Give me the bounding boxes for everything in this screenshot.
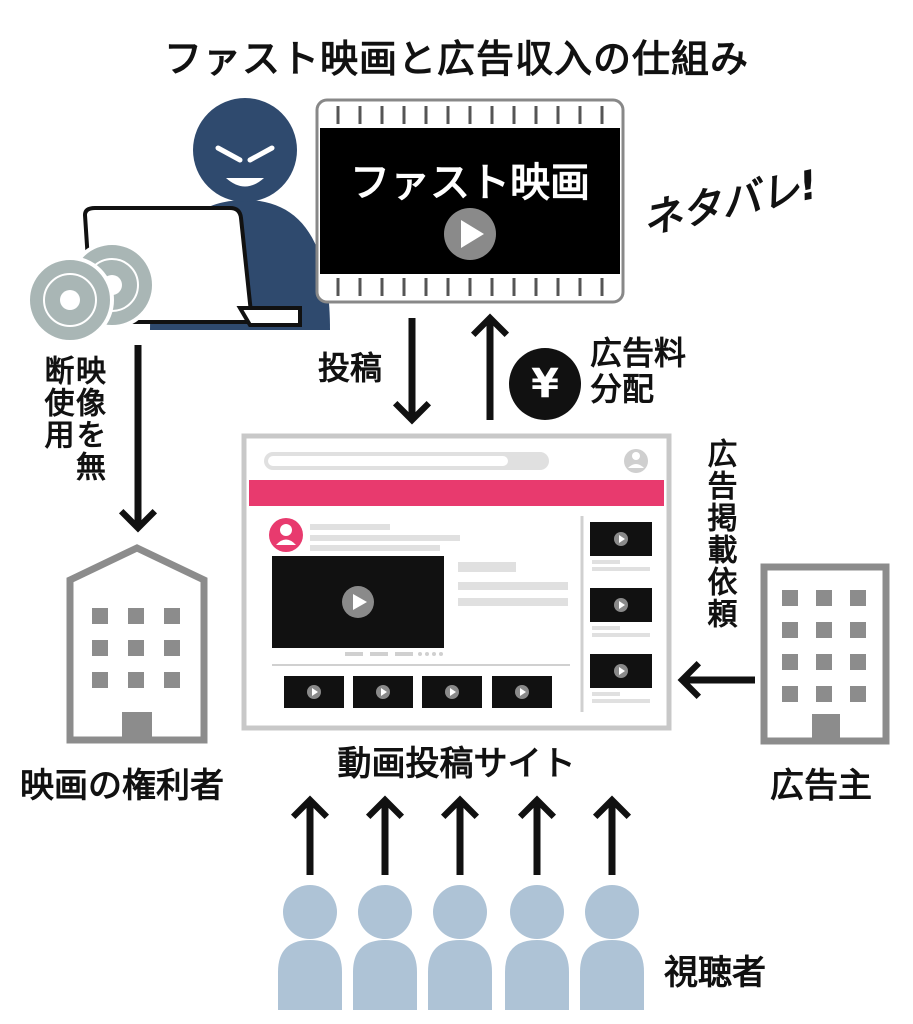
play-icon: [444, 208, 496, 260]
advertiser-building-icon: [760, 563, 890, 745]
viewer-person-icon: [278, 885, 644, 1010]
label-ad-fee: 広告料分配: [590, 334, 687, 408]
label-unauthorized-use: 映像を無断使用: [38, 355, 106, 483]
label-rights-holder: 映画の権利者: [20, 766, 224, 806]
building-icon: [66, 544, 208, 744]
disc-icon: [26, 241, 156, 344]
label-ad-request: 広告掲載依頼: [701, 438, 737, 630]
yen-coin-icon: [509, 348, 581, 420]
label-advertiser: 広告主: [770, 766, 872, 806]
label-post: 投稿: [318, 349, 383, 387]
label-viewers: 視聴者: [664, 953, 766, 993]
film-title: ファスト映画: [350, 160, 590, 206]
video-site-mock: [241, 433, 672, 731]
film-strip: [315, 98, 625, 304]
yen-symbol: ¥: [531, 361, 559, 407]
page-title: ファスト映画と広告収入の仕組み: [163, 37, 749, 81]
label-video-site: 動画投稿サイト: [337, 744, 576, 784]
